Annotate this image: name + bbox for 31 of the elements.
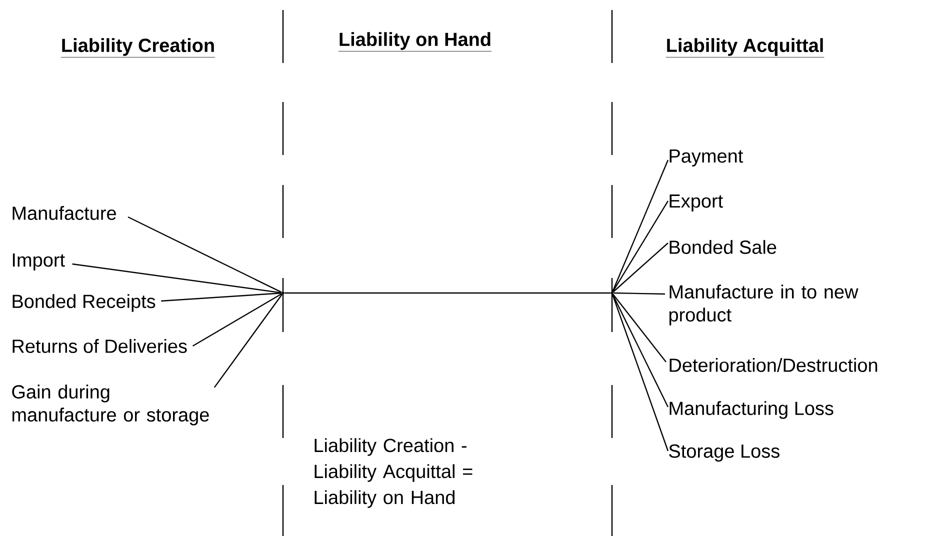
connector-line — [72, 263, 282, 294]
text-label: Storage Loss — [669, 444, 780, 462]
connector-line — [614, 292, 666, 295]
text-label: Bonded Sale — [670, 240, 776, 254]
connector-line — [612, 160, 669, 292]
text-label: Manufacture in to new product — [669, 284, 858, 326]
connector-line — [612, 294, 669, 452]
connector-line — [284, 292, 610, 294]
junction-point — [610, 292, 614, 294]
text-label: Manufacture — [12, 206, 116, 220]
connector-line — [128, 216, 282, 293]
junction-point — [282, 292, 284, 294]
column-heading: Liability on Hand — [338, 32, 492, 52]
connector-line — [161, 292, 282, 302]
connector-line — [612, 242, 668, 292]
connector-line — [612, 200, 669, 292]
connector-line — [612, 294, 669, 408]
formula-note: Liability Creation - Liability Acquittal = Liability on Hand — [314, 438, 472, 508]
text-label: Export — [670, 194, 723, 212]
connector-line — [612, 294, 666, 362]
text-label: Payment — [670, 150, 744, 166]
connector-line — [214, 294, 283, 388]
text-label: Gain during manufacture or storage — [12, 384, 209, 426]
text-label: Bonded Receipts — [12, 294, 156, 312]
text-label: Manufacturing Loss — [670, 401, 834, 419]
text-label: Import — [12, 254, 65, 270]
text-label: Deterioration/Destruction — [670, 358, 878, 372]
text-label: Returns of Deliveries — [12, 339, 187, 353]
connector-line — [192, 293, 282, 347]
column-heading: Liability Acquittal — [666, 38, 824, 58]
column-heading: Liability Creation — [60, 38, 216, 58]
